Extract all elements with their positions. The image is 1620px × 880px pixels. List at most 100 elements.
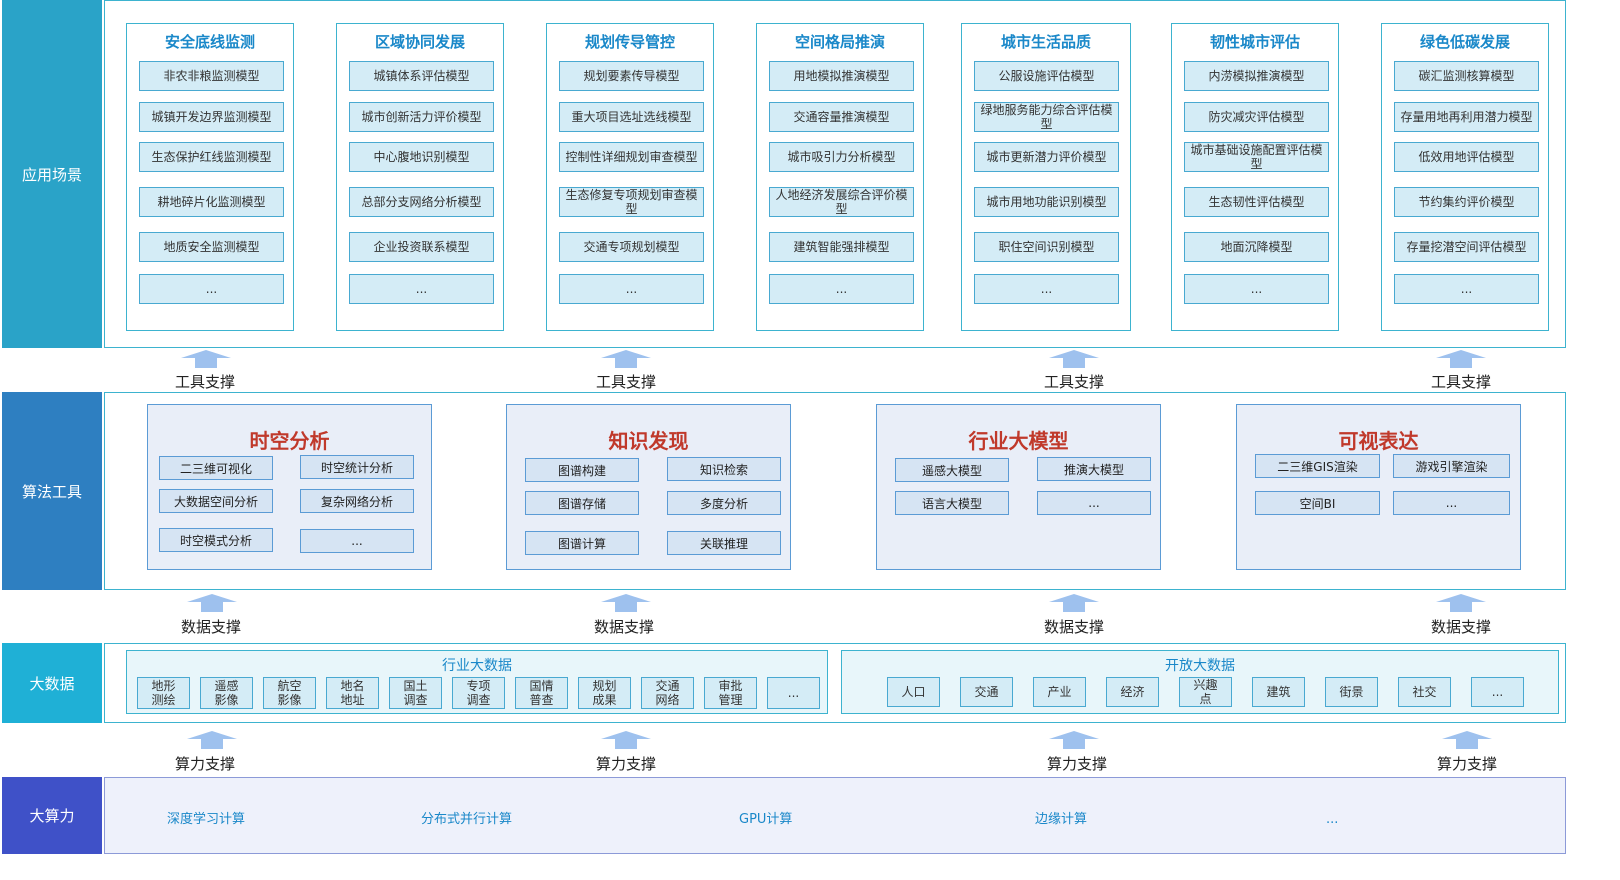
- data-source-box[interactable]: 审批管理: [704, 677, 757, 709]
- algo-tool-box[interactable]: 关联推理: [667, 531, 781, 555]
- model-box[interactable]: 防灾减灾评估模型: [1184, 102, 1329, 132]
- algo-tool-box[interactable]: 大数据空间分析: [159, 489, 273, 513]
- model-box[interactable]: 生态保护红线监测模型: [139, 142, 284, 172]
- algo-tool-box[interactable]: 推演大模型: [1037, 457, 1151, 481]
- data-source-box[interactable]: 遥感影像: [200, 677, 253, 709]
- data-source-box[interactable]: ...: [767, 677, 820, 709]
- data-source-box[interactable]: 地形测绘: [137, 677, 190, 709]
- model-box[interactable]: 地质安全监测模型: [139, 232, 284, 262]
- model-box[interactable]: 非农非粮监测模型: [139, 61, 284, 91]
- app-column-title: 规划传导管控: [584, 33, 675, 51]
- model-box[interactable]: 低效用地评估模型: [1394, 142, 1539, 172]
- algo-tool-box[interactable]: ...: [1393, 491, 1510, 515]
- model-box[interactable]: 绿地服务能力综合评估模型: [974, 102, 1119, 132]
- compute-support-arrow-3: [1049, 731, 1099, 749]
- model-box[interactable]: 职住空间识别模型: [974, 232, 1119, 262]
- model-box[interactable]: 存量挖潜空间评估模型: [1394, 232, 1539, 262]
- model-box[interactable]: 城市吸引力分析模型: [769, 142, 914, 172]
- data-support-label-1: 数据支撑: [180, 618, 241, 636]
- model-box[interactable]: ...: [769, 274, 914, 304]
- algo-tool-box[interactable]: 知识检索: [667, 457, 781, 481]
- algo-tool-box[interactable]: 二三维GIS渲染: [1255, 454, 1380, 478]
- model-box[interactable]: 城市用地功能识别模型: [974, 187, 1119, 217]
- compute-support-arrow-1: [187, 731, 237, 749]
- tool-support-arrow-2: [601, 350, 651, 368]
- data-source-box[interactable]: 规划成果: [578, 677, 631, 709]
- model-box[interactable]: 城市创新活力评价模型: [349, 102, 494, 132]
- algo-tool-box[interactable]: ...: [1037, 491, 1151, 515]
- algo-tool-box[interactable]: 时空统计分析: [300, 455, 414, 479]
- model-box[interactable]: 用地模拟推演模型: [769, 61, 914, 91]
- model-box[interactable]: 碳汇监测核算模型: [1394, 61, 1539, 91]
- algo-tool-box[interactable]: 游戏引擎渲染: [1393, 454, 1510, 478]
- data-source-box[interactable]: 专项调查: [452, 677, 505, 709]
- model-box[interactable]: 公服设施评估模型: [974, 61, 1119, 91]
- model-box[interactable]: ...: [139, 274, 284, 304]
- algo-tool-box[interactable]: 复杂网络分析: [300, 489, 414, 513]
- data-support-arrow-3: [1049, 594, 1099, 612]
- algo-tool-box[interactable]: 时空模式分析: [159, 528, 273, 552]
- model-box[interactable]: 交通专项规划模型: [559, 232, 704, 262]
- algo-tool-box[interactable]: 空间BI: [1255, 491, 1380, 515]
- algo-group-title: 知识发现: [608, 429, 689, 453]
- data-source-box[interactable]: 国土调查: [389, 677, 442, 709]
- algo-tool-box[interactable]: 语言大模型: [895, 491, 1009, 515]
- model-box[interactable]: 城镇体系评估模型: [349, 61, 494, 91]
- compute-item: 边缘计算: [1035, 812, 1088, 827]
- compute-item: 分布式并行计算: [421, 812, 513, 827]
- algo-tool-box[interactable]: 图谱计算: [525, 531, 639, 555]
- model-box[interactable]: ...: [1394, 274, 1539, 304]
- model-box[interactable]: 人地经济发展综合评价模型: [769, 187, 914, 217]
- data-source-box[interactable]: 建筑: [1252, 677, 1305, 707]
- model-box[interactable]: 生态韧性评估模型: [1184, 187, 1329, 217]
- model-box[interactable]: 建筑智能强排模型: [769, 232, 914, 262]
- algo-tool-box[interactable]: 多度分析: [667, 491, 781, 515]
- model-box[interactable]: ...: [349, 274, 494, 304]
- algo-tool-box[interactable]: 图谱构建: [525, 458, 639, 482]
- model-box[interactable]: 生态修复专项规划审查模型: [559, 187, 704, 217]
- model-box[interactable]: 内涝模拟推演模型: [1184, 61, 1329, 91]
- model-box[interactable]: 总部分支网络分析模型: [349, 187, 494, 217]
- algo-tool-box[interactable]: 遥感大模型: [895, 458, 1009, 482]
- model-box[interactable]: 城市基础设施配置评估模型: [1184, 142, 1329, 172]
- data-source-box[interactable]: 国情普查: [515, 677, 568, 709]
- data-source-box[interactable]: 交通: [960, 677, 1013, 707]
- model-box[interactable]: 交通容量推演模型: [769, 102, 914, 132]
- model-box[interactable]: ...: [559, 274, 704, 304]
- data-source-box[interactable]: 航空影像: [263, 677, 316, 709]
- compute-support-arrow-4: [1442, 731, 1492, 749]
- model-box[interactable]: ...: [1184, 274, 1329, 304]
- data-source-box[interactable]: 兴趣点: [1179, 677, 1232, 707]
- app-column: 韧性城市评估内涝模拟推演模型防灾减灾评估模型城市基础设施配置评估模型生态韧性评估…: [1171, 23, 1339, 331]
- model-box[interactable]: 节约集约评价模型: [1394, 187, 1539, 217]
- app-column: 绿色低碳发展碳汇监测核算模型存量用地再利用潜力模型低效用地评估模型节约集约评价模…: [1381, 23, 1549, 331]
- data-source-box[interactable]: 地名地址: [326, 677, 379, 709]
- algo-tool-box[interactable]: 二三维可视化: [159, 456, 273, 480]
- model-box[interactable]: 规划要素传导模型: [559, 61, 704, 91]
- data-source-box[interactable]: 街景: [1325, 677, 1378, 707]
- model-box[interactable]: 企业投资联系模型: [349, 232, 494, 262]
- app-column-title: 空间格局推演: [794, 33, 885, 51]
- data-source-box[interactable]: 产业: [1033, 677, 1086, 707]
- data-source-box[interactable]: ...: [1471, 677, 1524, 707]
- data-source-box[interactable]: 经济: [1106, 677, 1159, 707]
- data-source-box[interactable]: 人口: [887, 677, 940, 707]
- app-column-title: 韧性城市评估: [1209, 33, 1300, 51]
- compute-panel: 深度学习计算 分布式并行计算 GPU计算 边缘计算 ...: [104, 777, 1566, 854]
- model-box[interactable]: 耕地碎片化监测模型: [139, 187, 284, 217]
- model-box[interactable]: ...: [974, 274, 1119, 304]
- algo-tool-box[interactable]: ...: [300, 529, 414, 553]
- model-box[interactable]: 城镇开发边界监测模型: [139, 102, 284, 132]
- tool-support-label-2: 工具支撑: [595, 373, 656, 391]
- model-box[interactable]: 中心腹地识别模型: [349, 142, 494, 172]
- model-box[interactable]: 控制性详细规划审查模型: [559, 142, 704, 172]
- tool-support-label-3: 工具支撑: [1043, 373, 1104, 391]
- model-box[interactable]: 城市更新潜力评价模型: [974, 142, 1119, 172]
- algo-group-title: 行业大模型: [968, 429, 1069, 453]
- algo-tool-box[interactable]: 图谱存储: [525, 491, 639, 515]
- data-source-box[interactable]: 交通网络: [641, 677, 694, 709]
- model-box[interactable]: 存量用地再利用潜力模型: [1394, 102, 1539, 132]
- data-source-box[interactable]: 社交: [1398, 677, 1451, 707]
- model-box[interactable]: 重大项目选址选线模型: [559, 102, 704, 132]
- model-box[interactable]: 地面沉降模型: [1184, 232, 1329, 262]
